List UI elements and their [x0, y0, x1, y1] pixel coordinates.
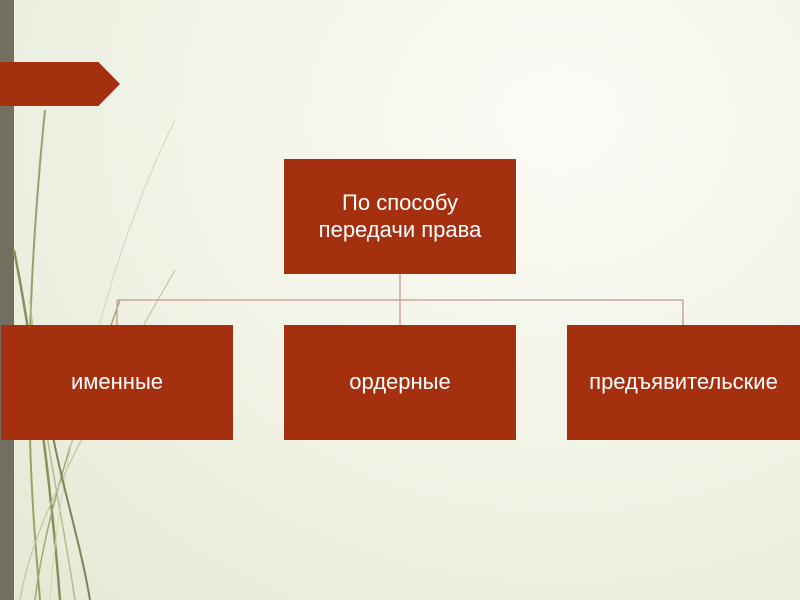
child-node-label: предъявительские [589, 369, 778, 395]
left-accent-bar [0, 0, 14, 600]
child-node-bearer: предъявительские [567, 325, 800, 440]
child-node-label: ордерные [349, 369, 451, 395]
title-tab-arrow [0, 62, 120, 106]
root-node-line-1: По способу [342, 190, 458, 216]
root-node: По способу передачи права [284, 159, 516, 274]
child-node-order: ордерные [284, 325, 516, 440]
root-node-line-2: передачи права [318, 216, 482, 242]
child-node-label: именные [71, 369, 163, 395]
child-node-registered: именные [1, 325, 233, 440]
